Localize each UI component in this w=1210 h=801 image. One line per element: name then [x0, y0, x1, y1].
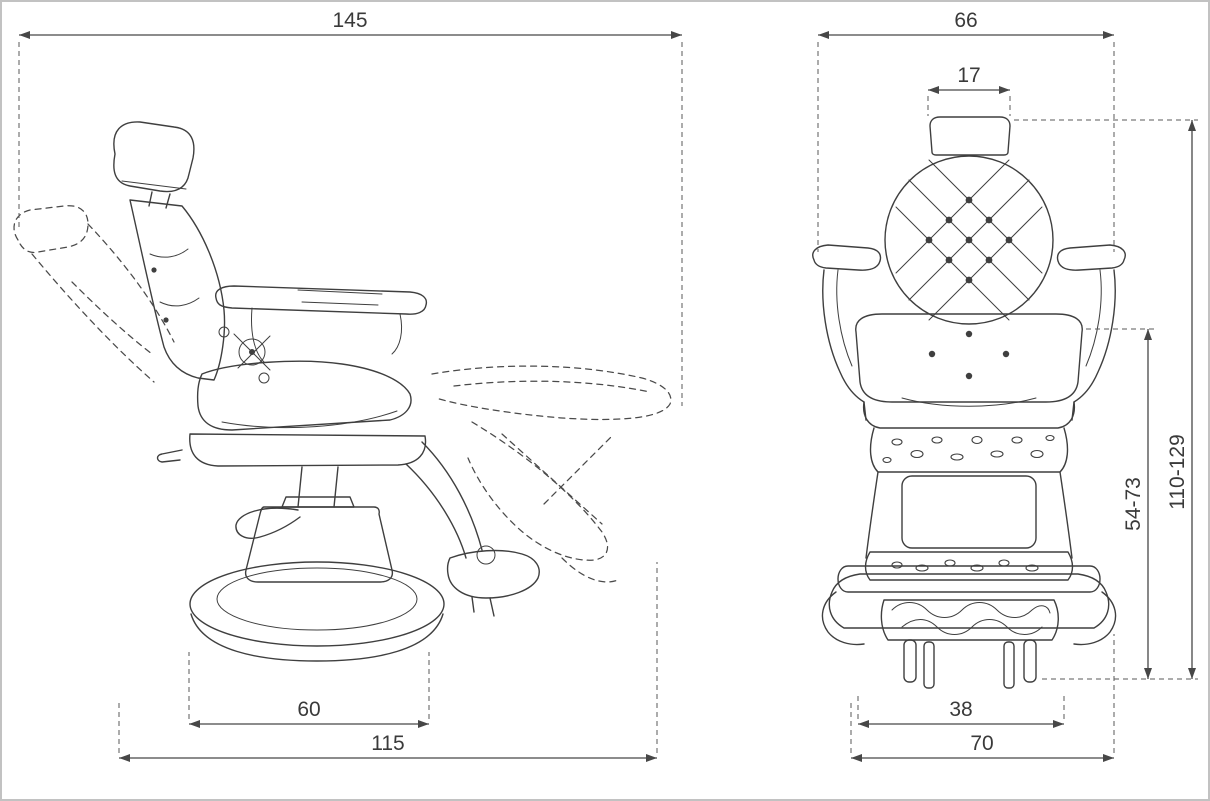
- side-headrest: [113, 121, 195, 193]
- side-seat: [196, 360, 412, 431]
- front-foot: [923, 641, 935, 689]
- front-right-armrest: [1056, 244, 1126, 271]
- front-footrest-bar: [837, 565, 1101, 593]
- dim-label-145: 145: [332, 9, 367, 32]
- side-extended-legrest-upper: [431, 365, 672, 421]
- dim-front-base-inner-width: 38: [857, 692, 1065, 728]
- dim-side-footprint: 115: [118, 562, 658, 762]
- side-seat-frame: [189, 433, 427, 467]
- front-foot: [1023, 639, 1037, 683]
- side-pump-handle: [235, 507, 301, 539]
- front-seat: [855, 313, 1083, 403]
- front-decor-band-lower: [864, 551, 1074, 581]
- dim-front-base-width: 70: [850, 634, 1115, 762]
- side-extended-legrest-lower: [467, 421, 609, 561]
- front-decor-band-upper: [869, 427, 1069, 473]
- dim-front-headrest-width: 17: [927, 64, 1011, 116]
- dim-label-115: 115: [371, 732, 404, 755]
- dim-front-seat-height: 54-73: [1086, 328, 1154, 679]
- front-left-armrest: [812, 244, 882, 271]
- dim-front-total-width: 66: [817, 9, 1115, 252]
- front-headrest: [929, 116, 1011, 156]
- dim-label-70: 70: [970, 732, 993, 755]
- chair-side-view-drawing: [13, 121, 672, 662]
- front-back-cushion: [884, 155, 1054, 325]
- front-base: [828, 573, 1110, 629]
- dim-front-total-height: 110-129: [1014, 119, 1198, 680]
- side-backrest: [129, 199, 226, 381]
- side-reclined-headrest: [13, 205, 89, 254]
- dim-side-base-diameter: 60: [188, 652, 430, 728]
- front-footplate: [880, 599, 1059, 641]
- dim-label-17: 17: [957, 64, 980, 87]
- chair-front-view-drawing: [812, 116, 1126, 689]
- dim-label-60: 60: [297, 698, 320, 721]
- dim-side-total-width: 145: [18, 9, 683, 406]
- dim-label-110-129: 110-129: [1166, 434, 1189, 510]
- side-armrest: [215, 285, 428, 315]
- side-round-base: [189, 561, 445, 647]
- side-hydraulic-base: [244, 506, 394, 583]
- dim-label-54-73: 54-73: [1122, 477, 1145, 531]
- front-foot: [1003, 641, 1015, 689]
- front-frame-window: [901, 475, 1037, 549]
- dim-label-38: 38: [949, 698, 972, 721]
- front-foot: [903, 639, 917, 683]
- dim-label-66: 66: [954, 9, 977, 32]
- side-footrest: [446, 549, 540, 599]
